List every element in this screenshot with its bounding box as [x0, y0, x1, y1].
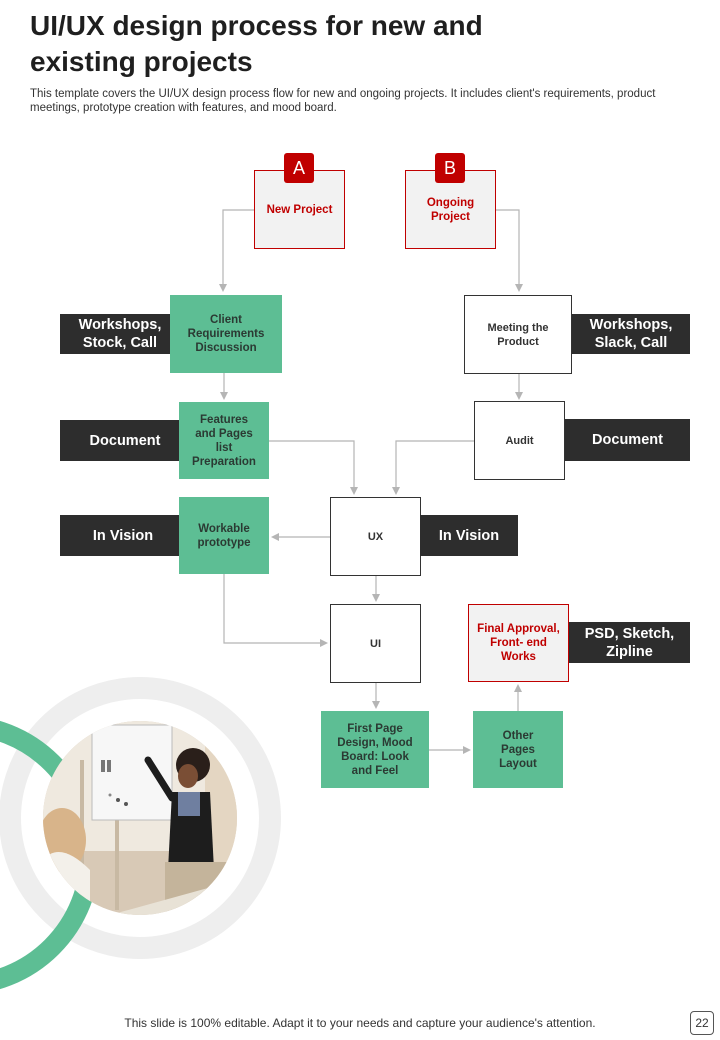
page-title: UI/UX design process for new and existin…: [30, 10, 483, 77]
other-pages-box: Other Pages Layout: [473, 711, 563, 788]
ux-box: UX: [330, 497, 421, 576]
label-document-left: Document: [60, 420, 190, 461]
features-pages-label: Features and Pages list Preparation: [192, 413, 256, 468]
page-number: 22: [690, 1011, 714, 1035]
first-page-design-box: First Page Design, Mood Board: Look and …: [321, 711, 429, 788]
label-psd-sketch-zipline: PSD, Sketch, Zipline: [569, 622, 690, 663]
label-in-vision-right: In Vision: [420, 515, 518, 556]
label-workshops-stock-call: Workshops, Stock, Call: [60, 314, 180, 354]
badge-b: B: [435, 153, 465, 183]
badge-a: A: [284, 153, 314, 183]
page-description: This template covers the UI/UX design pr…: [30, 88, 656, 114]
first-page-design-label: First Page Design, Mood Board: Look and …: [337, 722, 413, 777]
footer-note: This slide is 100% editable. Adapt it to…: [124, 1016, 596, 1030]
label-document-right: Document: [565, 419, 690, 461]
new-project-label: New Project: [266, 203, 333, 216]
ongoing-project-label: Ongoing Project: [426, 196, 475, 223]
other-pages-label: Other Pages Layout: [499, 729, 537, 770]
ui-label: UI: [370, 637, 381, 650]
presentation-photo: [43, 721, 237, 915]
audit-box: Audit: [474, 401, 565, 480]
workable-prototype-box: Workable prototype: [179, 497, 269, 574]
audit-label: Audit: [505, 434, 534, 447]
ui-box: UI: [330, 604, 421, 683]
label-in-vision-left: In Vision: [60, 515, 186, 556]
final-approval-box: Final Approval, Front- end Works: [468, 604, 569, 682]
client-requirements-label: Client Requirements Discussion: [187, 314, 265, 354]
new-project-box: New Project: [254, 170, 345, 249]
ux-label: UX: [367, 530, 384, 543]
grey-ring: [0, 677, 281, 959]
label-workshops-slack-call: Workshops, Slack, Call: [572, 314, 690, 354]
ongoing-project-box: Ongoing Project: [405, 170, 496, 249]
meeting-product-label: Meeting the Product: [487, 321, 549, 348]
client-requirements-box: Client Requirements Discussion: [170, 295, 282, 373]
meeting-product-box: Meeting the Product: [464, 295, 572, 374]
workable-prototype-label: Workable prototype: [197, 522, 251, 549]
features-pages-box: Features and Pages list Preparation: [179, 402, 269, 479]
final-approval-label: Final Approval, Front- end Works: [477, 623, 560, 663]
flow-connectors: [219, 209, 523, 754]
